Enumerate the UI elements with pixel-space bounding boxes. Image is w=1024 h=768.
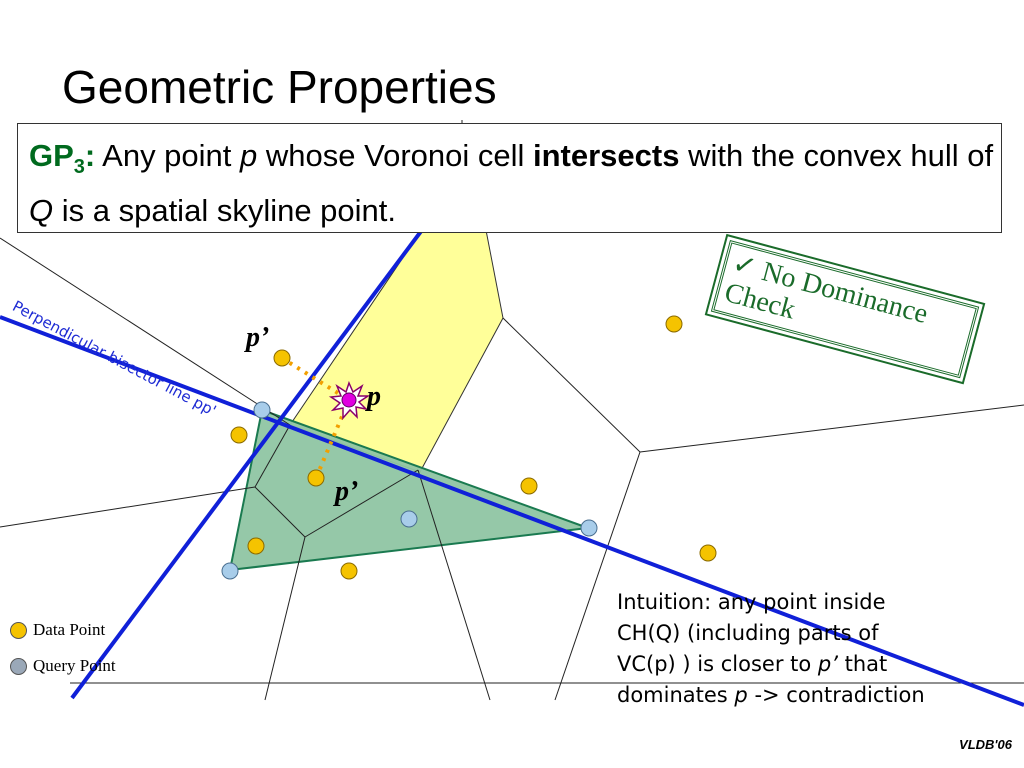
data-point — [273, 349, 291, 367]
data-point — [699, 544, 717, 562]
data-points — [230, 315, 717, 580]
query-point-legend-icon — [10, 657, 27, 675]
query-point — [580, 519, 598, 537]
distance-connectors — [280, 356, 351, 479]
label-p-prime-bottom: p’ — [335, 476, 359, 507]
data-point — [230, 426, 248, 444]
query-point — [253, 401, 271, 419]
query-points — [221, 401, 598, 580]
data-point-legend-icon — [10, 621, 27, 639]
legend-query-point: Query Point — [10, 656, 116, 676]
query-point — [221, 562, 239, 580]
convex-hull-q — [228, 408, 589, 572]
intuition-text: Intuition: any point inside CH(Q) (inclu… — [617, 590, 925, 707]
data-point — [520, 477, 538, 495]
label-p-prime-top: p’ — [246, 322, 270, 353]
data-point — [665, 315, 683, 333]
gp3-definition-box: GP3: Any point p whose Voronoi cell inte… — [17, 123, 1002, 233]
voronoi-edges — [0, 120, 1024, 701]
gp-label: GP3: — [29, 138, 96, 179]
data-point — [247, 537, 265, 555]
data-point — [340, 562, 358, 580]
label-p: p — [367, 381, 381, 412]
perpendicular-bisector-line — [0, 315, 1024, 707]
skyline-point-p — [328, 380, 371, 420]
hull-edge-extension-line — [70, 228, 424, 700]
slide-title: Geometric Properties — [62, 61, 497, 113]
legend-data-point: Data Point — [10, 620, 105, 640]
footer-vldb: VLDB'06 — [959, 737, 1012, 752]
data-point — [307, 469, 325, 487]
query-point — [400, 510, 418, 528]
